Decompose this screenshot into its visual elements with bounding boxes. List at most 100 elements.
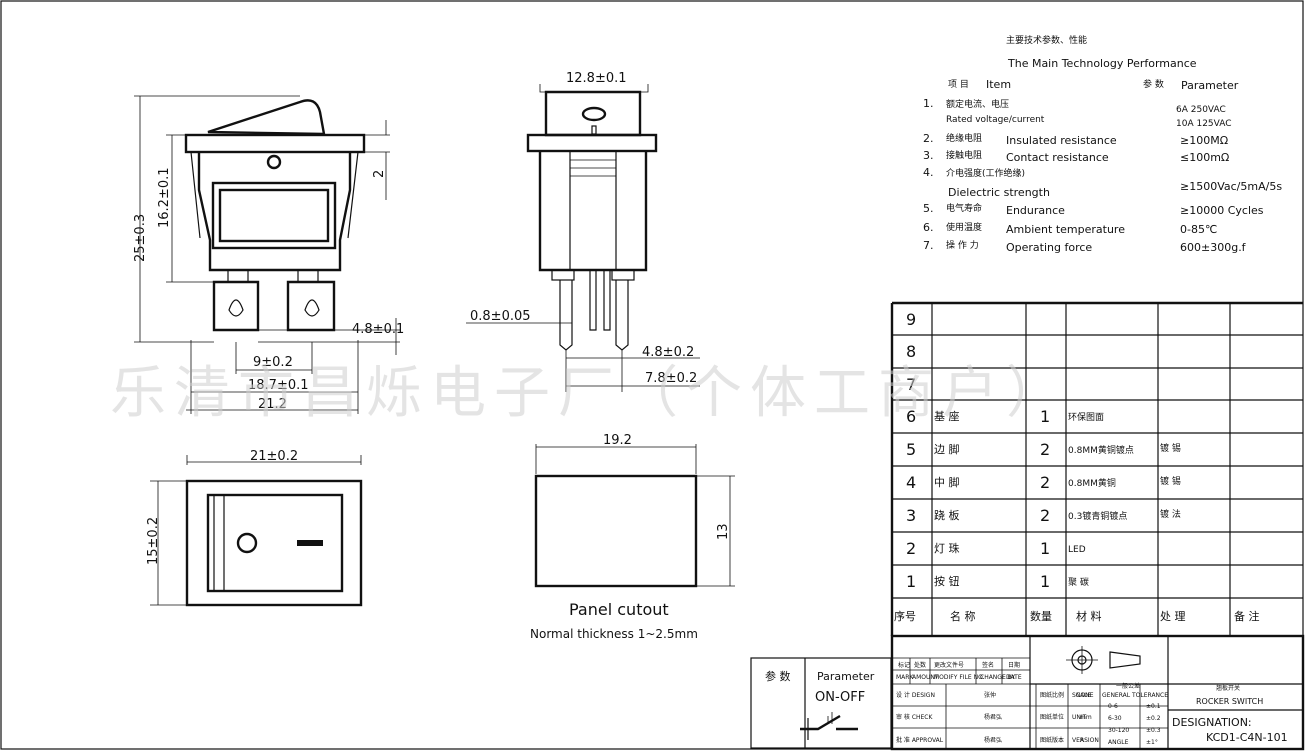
spec-row-value: ≥100MΩ <box>1180 134 1228 147</box>
spec-row-value: ≤100mΩ <box>1180 151 1229 164</box>
title-block-cell: SCALE <box>1072 692 1091 699</box>
parts-header-material: 材 料 <box>1076 609 1102 623</box>
specs-col-param-cn: 参 数 <box>1143 78 1164 90</box>
spec-row-name-cn: 使用温度 <box>946 221 982 233</box>
dim-top-offset: 2 <box>372 170 387 178</box>
parts-row-material: 0.8MM黄铜镀点 <box>1068 444 1134 456</box>
cutout-note: Normal thickness 1~2.5mm <box>530 627 698 641</box>
title-block-cell: 图纸版本 <box>1040 736 1064 744</box>
parts-header-qty: 数量 <box>1030 610 1052 623</box>
parts-row-material: 聚 碳 <box>1068 576 1089 588</box>
parts-row-qty: 2 <box>1040 440 1050 459</box>
title-block-cell: MODIFY FILE NO. <box>934 674 985 681</box>
parts-row-name: 按 钮 <box>934 574 960 588</box>
dim-pin-spacing: 4.8±0.2 <box>642 345 694 360</box>
parts-header-name: 名 称 <box>950 609 976 623</box>
title-block-cell: AMOUNT <box>912 674 939 681</box>
spec-row-name-cn: 绝缘电阻 <box>946 132 982 144</box>
specs-col-item-en: Item <box>986 78 1011 91</box>
parts-row-number: 8 <box>906 342 916 361</box>
parts-row-number: 2 <box>906 539 916 558</box>
parts-row-material: LED <box>1068 545 1086 555</box>
spec-row-name-en: Ambient temperature <box>1006 223 1125 236</box>
parts-row-finish: 镀 锡 <box>1160 442 1181 454</box>
parts-row-name: 基 座 <box>934 409 960 423</box>
title-block-cell: UNIT <box>1072 714 1087 721</box>
title-block-small-text: 标记处数更改文件号签名日期MARKAMOUNTMODIFY FILE NO.CH… <box>896 661 1168 746</box>
title-block-cell: ANGLE <box>1108 739 1129 746</box>
parts-row-number: 7 <box>906 375 916 394</box>
dim-pin-total: 7.8±0.2 <box>645 371 697 386</box>
parts-row-number: 4 <box>906 473 916 492</box>
spec-row-number: 7. <box>923 239 934 252</box>
spec-row-number: 3. <box>923 149 934 162</box>
spec-row-name-cn: 介电强度(工作绝缘) <box>946 167 1025 179</box>
title-block-cell: 0-6 <box>1108 703 1118 710</box>
title-block-cell: 一般公差 <box>1116 682 1140 690</box>
spec-row-value: ≥1500Vac/5mA/5s <box>1180 180 1282 193</box>
title-block-cell: 图纸单位 <box>1040 713 1064 721</box>
spec-row-name-en: Rated voltage/current <box>946 115 1045 125</box>
parts-row-number: 5 <box>906 440 916 459</box>
spec-row-name-en: Insulated resistance <box>1006 134 1117 147</box>
parts-header-no: 序号 <box>894 609 916 623</box>
specs-title-en: The Main Technology Performance <box>1007 57 1197 70</box>
dim-cutout-height: 13 <box>716 523 731 540</box>
parts-row-finish: 镀 法 <box>1160 508 1181 520</box>
spec-row-number: 1. <box>923 97 934 110</box>
top-view: 21±0.2 15±0.2 <box>146 449 363 607</box>
spec-row-name-cn: 接触电阻 <box>946 149 982 161</box>
panel-cutout: 19.2 13 Panel cutout Normal thickness 1~… <box>530 433 735 641</box>
parts-row-material: 环保图面 <box>1068 411 1104 423</box>
designation-value: KCD1-C4N-101 <box>1206 731 1288 744</box>
dim-top-width: 21±0.2 <box>250 449 298 464</box>
product-name-en: ROCKER SWITCH <box>1196 697 1263 706</box>
parts-row-name: 边 脚 <box>934 442 960 456</box>
param-value: ON-OFF <box>815 690 865 705</box>
title-block: 翘板开关 ROCKER SWITCH DESIGNATION: KCD1-C4N… <box>890 634 1305 751</box>
spec-row-value: 6A 250VAC <box>1176 105 1226 115</box>
dim-cutout-width: 19.2 <box>603 433 632 448</box>
specs-title-cn: 主要技术参数、性能 <box>1006 34 1087 46</box>
dim-pin-width: 0.8±0.05 <box>470 309 531 324</box>
title-block-cell: 批 准 APPROVAL <box>896 736 944 744</box>
parts-row-number: 3 <box>906 506 916 525</box>
switch-symbol-icon <box>800 712 858 740</box>
parts-row-number: 1 <box>906 572 916 591</box>
watermark: 乐清市昌烁电子厂（个体工商户） <box>110 361 1070 426</box>
title-block-cell: 杨君弘 <box>984 736 1002 744</box>
title-block-cell: 标记 <box>898 661 910 669</box>
title-block-cell: 更改文件号 <box>934 661 964 669</box>
parts-row-name: 跷 板 <box>934 508 960 522</box>
designation-label: DESIGNATION: <box>1172 716 1252 729</box>
product-name-cn: 翘板开关 <box>1216 684 1240 692</box>
param-label-cn: 参 数 <box>765 669 791 683</box>
title-block-cell: DATE <box>1006 674 1022 681</box>
title-block-cell: MARK <box>896 674 914 681</box>
dim-terminal: 4.8±0.1 <box>352 322 404 337</box>
title-block-cell: 审 核 CHECK <box>896 713 933 721</box>
spec-row-value: 600±300g.f <box>1180 241 1247 254</box>
title-block-cell: ±0.2 <box>1146 715 1161 722</box>
parts-row-qty: 1 <box>1040 407 1050 426</box>
parts-row-number: 9 <box>906 310 916 329</box>
title-block-cell: 杨君弘 <box>984 713 1002 721</box>
spec-row-name-en: Dielectric strength <box>948 186 1050 199</box>
title-block-cell: 签名 <box>982 661 994 669</box>
parts-header-note: 备 注 <box>1234 609 1260 623</box>
specs-col-param-en: Parameter <box>1181 79 1239 92</box>
title-block-cell: 处数 <box>914 661 926 669</box>
param-label-en: Parameter <box>817 670 875 683</box>
spec-row-value: ≥10000 Cycles <box>1180 204 1264 217</box>
specs-col-item-cn: 项 目 <box>948 79 969 90</box>
title-block-cell: ±1° <box>1146 739 1158 746</box>
title-block-cell: 日期 <box>1008 661 1020 669</box>
title-block-cell: mm <box>1080 714 1092 721</box>
parts-row-finish: 镀 锡 <box>1160 475 1181 487</box>
title-block-cell: ±0.1 <box>1146 703 1161 710</box>
parts-row-material: 0.8MM黄铜 <box>1068 477 1116 489</box>
spec-row-number: 5. <box>923 202 934 215</box>
spec-row-number: 4. <box>923 166 934 179</box>
